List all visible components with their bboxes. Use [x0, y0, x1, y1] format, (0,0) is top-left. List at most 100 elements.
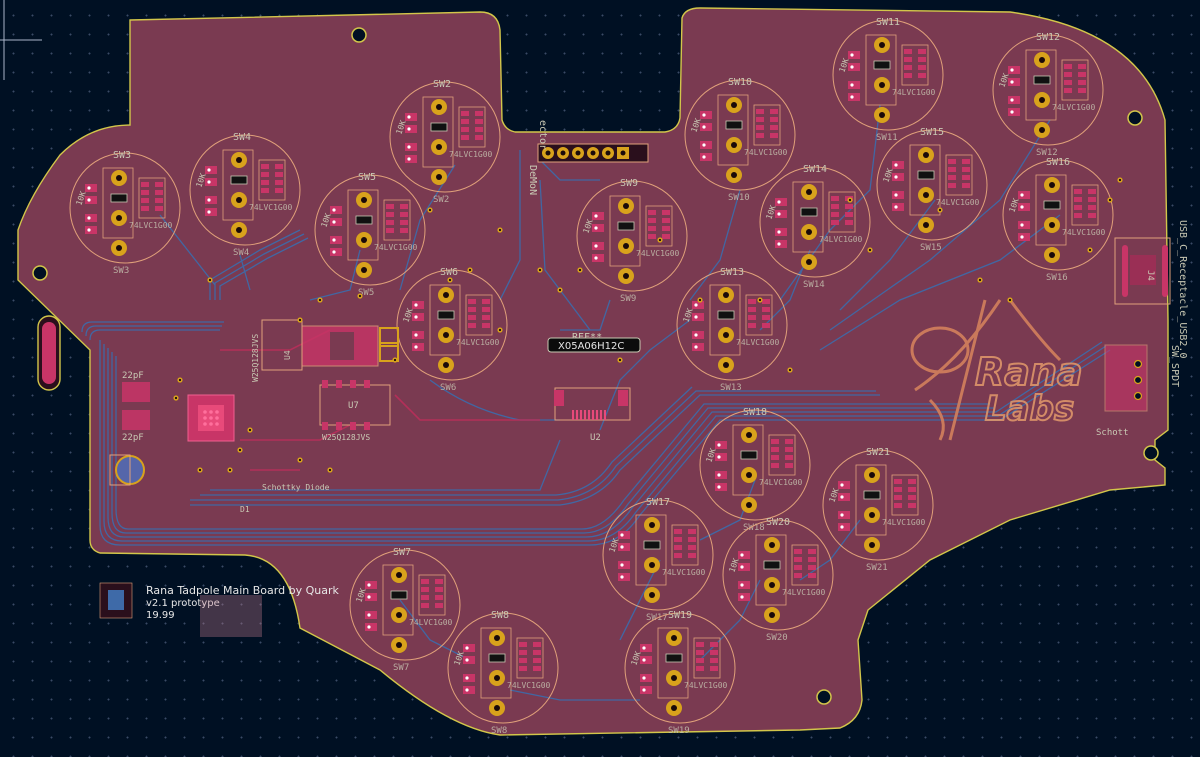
switch-bottom-label: SW2: [433, 195, 449, 205]
diode-area: Schottky Diode D1: [109, 454, 330, 514]
switch-bottom-label: SW11: [876, 133, 898, 143]
switch-ref-label: SW19: [668, 610, 692, 621]
connector-side-label: DeMoN: [527, 165, 538, 195]
switch-bottom-label: SW14: [803, 280, 825, 290]
switch-ref-label: SW13: [720, 267, 744, 278]
rana-labs-logo: Rana Labs: [910, 299, 1084, 441]
pin-header[interactable]: ector DeMoN: [527, 120, 649, 195]
switch-ref-label: SW9: [620, 178, 638, 189]
chip-label: 74LVC1G00: [409, 618, 453, 627]
u2-ref: U2: [590, 433, 601, 443]
chip-label: 74LVC1G00: [819, 235, 863, 244]
u4-label: W25Q128JVS: [251, 334, 260, 382]
switch-ref-label: SW7: [393, 547, 411, 558]
connector-label: ector: [537, 120, 548, 150]
switch-bottom-label: SW15: [920, 243, 942, 253]
vias: [173, 177, 1123, 473]
cursor-crosshair: [0, 0, 42, 80]
u7-label: W25Q128JVS: [322, 433, 370, 442]
chip-label: 74LVC1G00: [892, 88, 936, 97]
chip-label: 74LVC1G00: [1052, 103, 1096, 112]
mounting-holes: [32, 27, 1159, 705]
chip-label: 74LVC1G00: [507, 681, 551, 690]
ref-chip-text: X05A06H12C: [558, 341, 624, 352]
chip-label: 74LVC1G00: [744, 148, 788, 157]
flash-chip-u7[interactable]: U7 W25Q128JVS: [319, 380, 391, 442]
switch-ref-label: SW14: [803, 164, 827, 175]
switch-bottom-label: SW16: [1046, 273, 1068, 283]
board-date: 19.99: [146, 610, 175, 621]
switch-bottom-label: SW12: [1036, 148, 1058, 158]
chip-label: 74LVC1G00: [374, 243, 418, 252]
switch-ref-label: SW6: [440, 267, 458, 278]
switch-ref-label: SW15: [920, 127, 944, 138]
switch-bottom-label: SW20: [766, 633, 788, 643]
chip-label: 74LVC1G00: [782, 588, 826, 597]
switch-bottom-label: SW21: [866, 563, 888, 573]
trace-layer: [81, 104, 1111, 701]
switch-bottom-label: SW18: [743, 523, 765, 533]
switch-ref-label: SW16: [1046, 157, 1070, 168]
chip-label: 74LVC1G00: [449, 150, 493, 159]
switch-bottom-label: SW19: [668, 726, 690, 736]
switch-footprints: SW2SW210K74LVC1G00SW3SW310K74LVC1G00SW4S…: [69, 17, 1114, 736]
ref-chip: REF** X05A06H12C: [547, 332, 641, 353]
chip-label: 74LVC1G00: [456, 338, 500, 347]
switch-bottom-label: SW6: [440, 383, 456, 393]
switch-ref-label: SW17: [646, 497, 670, 508]
usb-connector[interactable]: USB_C_Receptacle_USB2.0 J4: [1114, 220, 1188, 358]
usb-ref: J4: [1145, 270, 1155, 281]
chip-label: 74LVC1G00: [736, 338, 780, 347]
crystal-caps: 22pF 22pF: [122, 371, 150, 443]
regulator: [301, 325, 399, 367]
mcu-chip[interactable]: [187, 394, 235, 442]
spdt-switch[interactable]: SW_SPDT Schott: [1096, 344, 1180, 438]
chip-label: 74LVC1G00: [636, 249, 680, 258]
cap-label-1: 22pF: [122, 371, 144, 381]
diode-ref: D1: [240, 505, 250, 514]
connector-u2[interactable]: U2: [554, 387, 631, 443]
switch-bottom-label: SW5: [358, 288, 374, 298]
chip-label: 74LVC1G00: [759, 478, 803, 487]
switch-ref-label: SW10: [728, 77, 752, 88]
chip-label: 74LVC1G00: [1062, 228, 1106, 237]
spdt-label: SW_SPDT: [1169, 345, 1180, 387]
chip-label: 74LVC1G00: [936, 198, 980, 207]
switch-bottom-label: SW7: [393, 663, 409, 673]
switch-bottom-label: SW3: [113, 266, 129, 276]
switch-ref-label: SW11: [876, 17, 900, 28]
switch-ref-label: SW21: [866, 447, 890, 458]
chip-label: 74LVC1G00: [684, 681, 728, 690]
chip-label: 74LVC1G00: [882, 518, 926, 527]
chip-label: 74LVC1G00: [129, 221, 173, 230]
board-title-block: Rana Tadpole Main Board by Quark v2.1 pr…: [99, 582, 339, 637]
switch-ref-label: SW8: [491, 610, 509, 621]
usb-label: USB_C_Receptacle_USB2.0: [1177, 220, 1188, 358]
board-outline: [17, 7, 1169, 736]
logo-text-labs: Labs: [985, 389, 1074, 429]
left-slot-footprint: [37, 315, 61, 391]
diode-label: Schottky Diode: [262, 483, 330, 492]
switch-ref-label: SW20: [766, 517, 790, 528]
switch-ref-label: SW3: [113, 150, 131, 161]
u7-ref: U7: [348, 401, 359, 411]
schottky-right-label: Schott: [1096, 428, 1129, 438]
